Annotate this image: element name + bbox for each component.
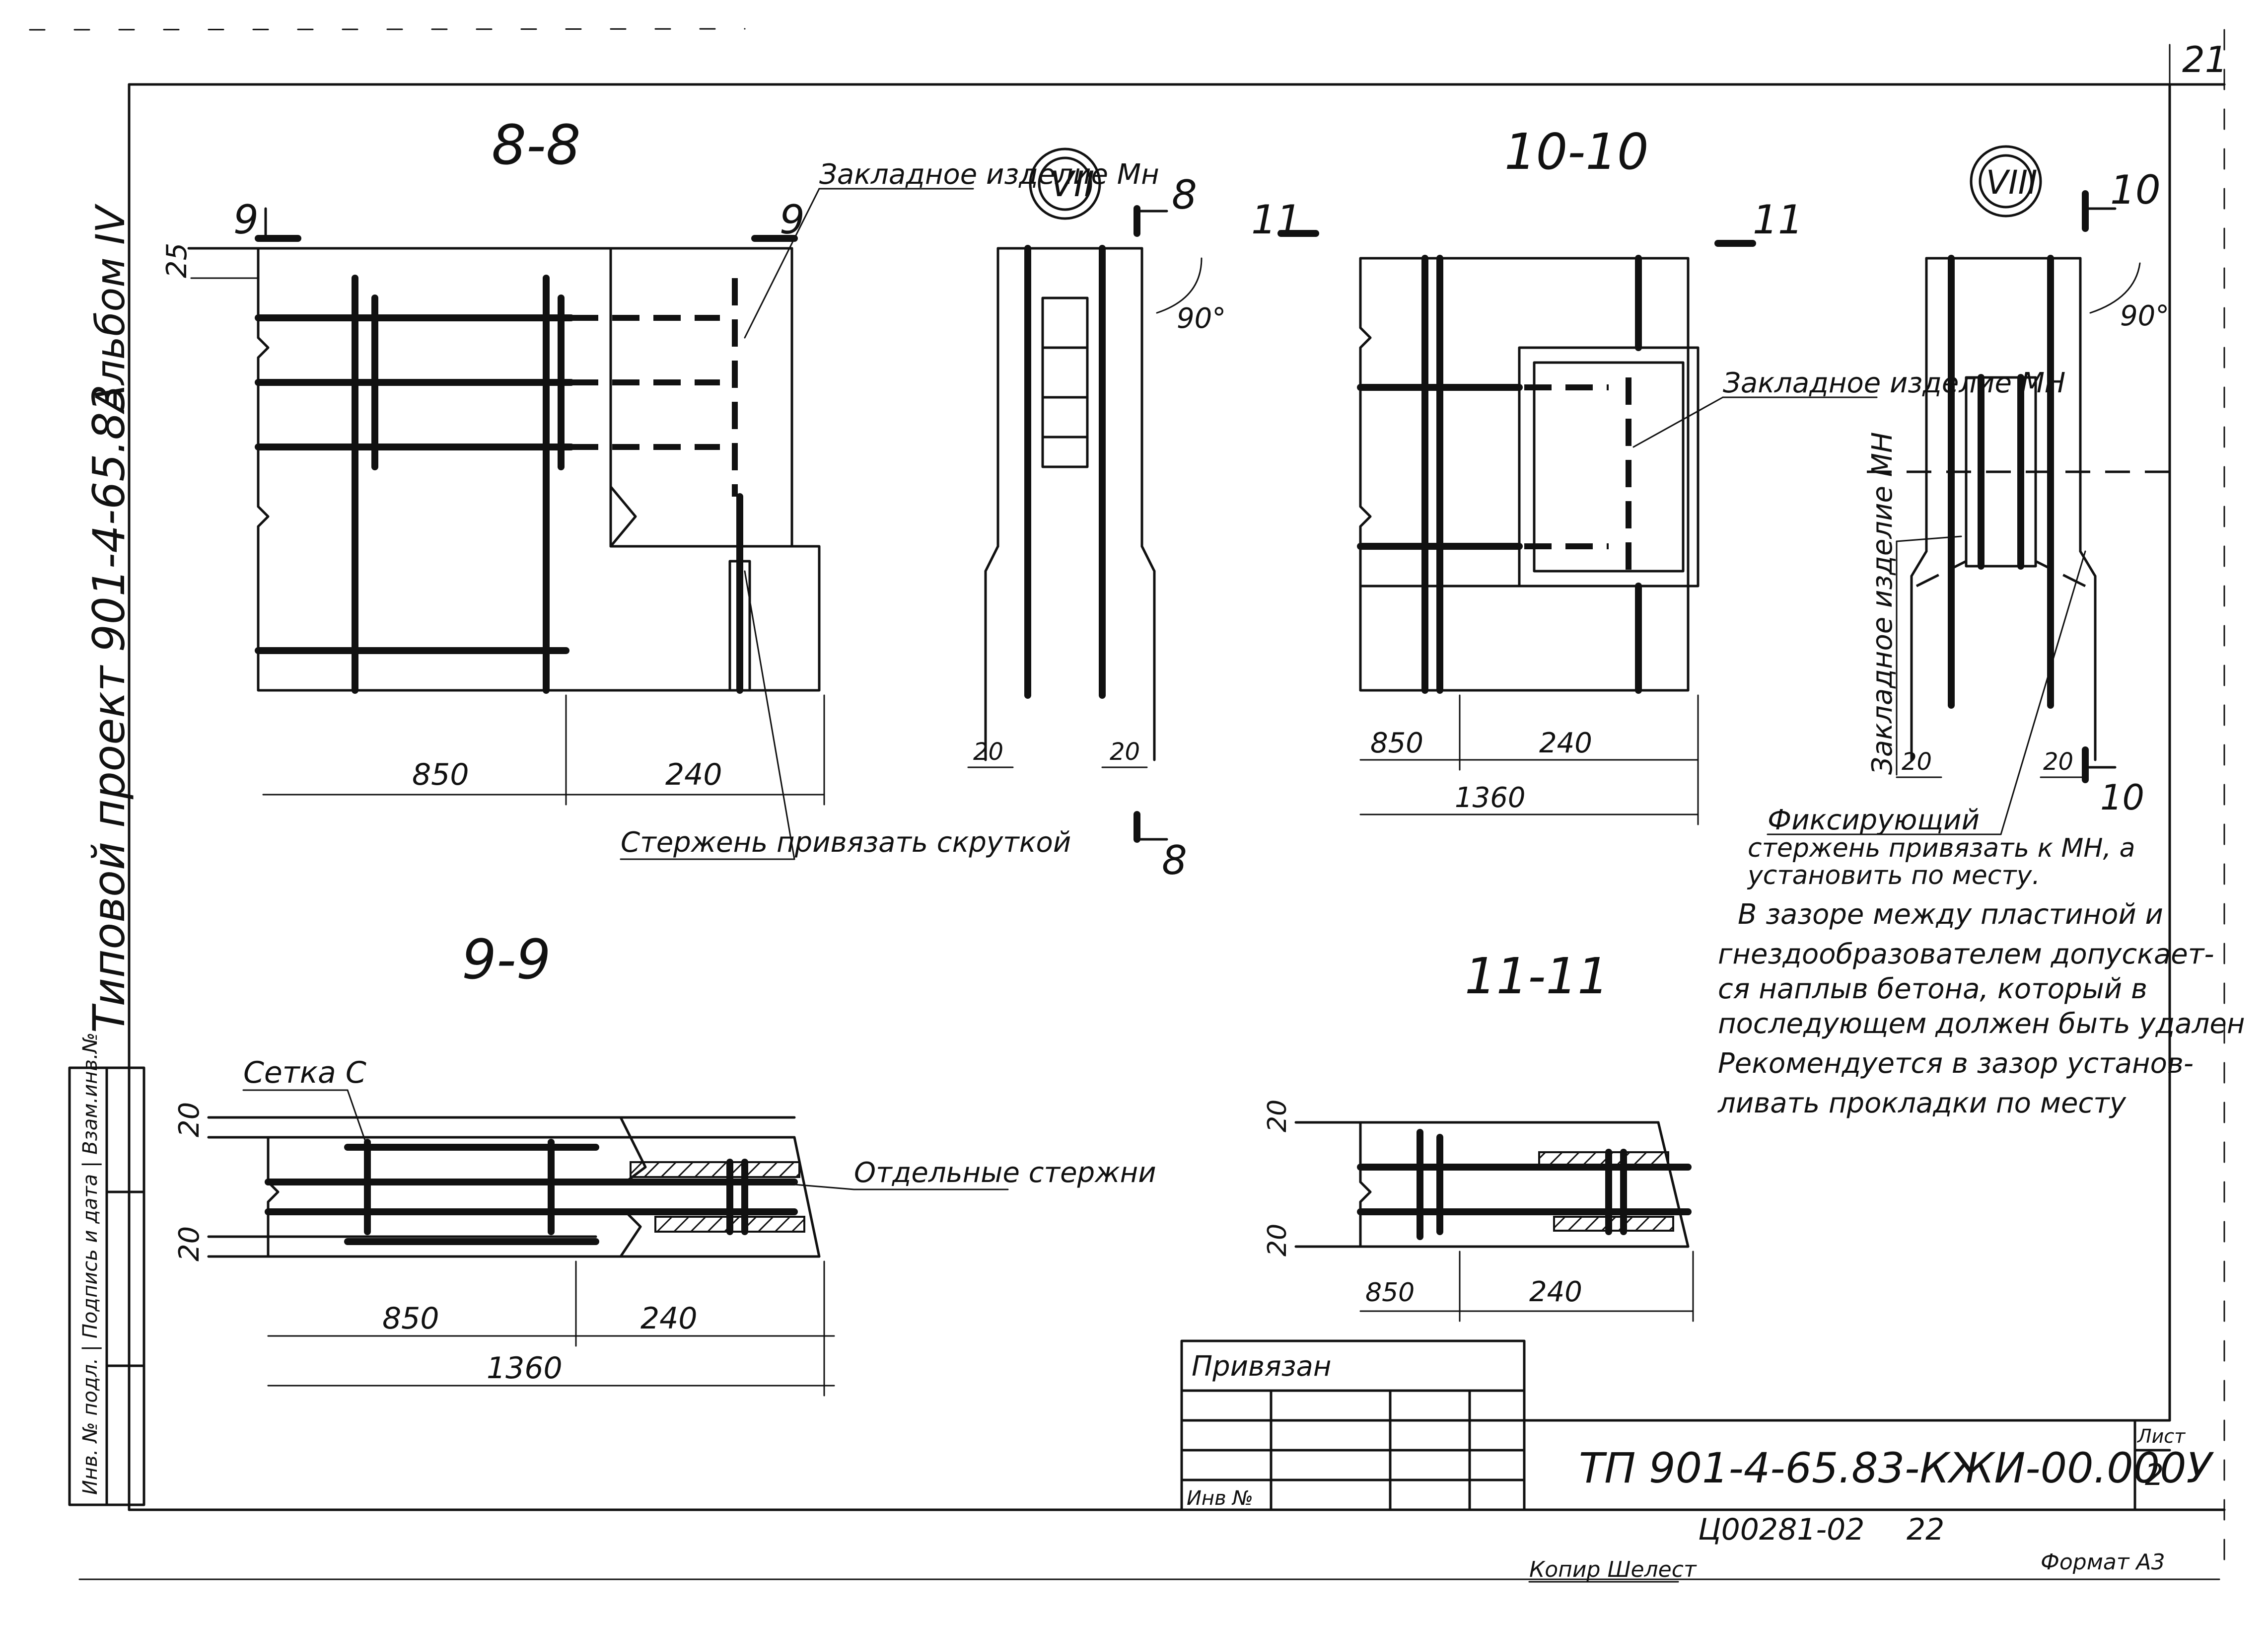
- title-block: [1180, 1339, 2171, 1511]
- note-line-3: ся наплыв бетона, который в: [1718, 973, 2147, 1005]
- dim-850-8-8: 850: [412, 757, 469, 792]
- node-VIII-vertical-label: Закладное изделие МН: [1866, 432, 1899, 775]
- designation: ТП 901-4-65.83-КЖИ-00.000У: [1579, 1444, 2214, 1492]
- dim-850-10-10: 850: [1370, 727, 1423, 759]
- callout-rod: Стержень привязать скруткой: [621, 826, 1071, 859]
- note-line-5: Рекомендуется в зазор установ-: [1718, 1047, 2194, 1080]
- note-line-2: гнездообразователем допускает-: [1718, 938, 2214, 970]
- dim-25: 25: [161, 243, 193, 278]
- inv-label: Инв №: [1187, 1487, 1253, 1510]
- callout-separate-rods: Отдельные стержни: [854, 1157, 1156, 1189]
- section-8-8-title: 8-8: [492, 113, 581, 177]
- dim-240-9-9: 240: [640, 1301, 698, 1336]
- section-10-10: [1357, 255, 1700, 694]
- copied-by: Копир Шелест: [1529, 1557, 1697, 1582]
- dim-850-9-9: 850: [382, 1301, 439, 1336]
- node-VII-angle: 90°: [1177, 302, 1226, 335]
- node-VIII-cut-bottom: 10: [2100, 777, 2144, 818]
- note-line-6: ливать прокладки по месту: [1717, 1087, 2126, 1119]
- dim-20-bot-9-9: 20: [173, 1226, 206, 1261]
- section-10-10-title: 10-10: [1504, 123, 1649, 181]
- node-VII: [984, 148, 1156, 761]
- cut-mark-left-9: 9: [233, 197, 259, 243]
- left-stamp: [68, 1066, 145, 1506]
- node-VIII-dim-right: 20: [2043, 748, 2073, 776]
- dim-240-10-10: 240: [1539, 727, 1592, 759]
- album-label: Альбом IV: [87, 203, 134, 415]
- node-VIII-callout-line1: стержень привязать к МН, а: [1748, 833, 2135, 863]
- dim-20-top-9-9: 20: [173, 1102, 206, 1137]
- section-9-9-title: 9-9: [462, 928, 551, 991]
- node-VIII-angle: 90°: [2120, 300, 2169, 332]
- node-VIII: [1867, 145, 2185, 761]
- node-VII-cut-bottom: 8: [1162, 837, 1187, 884]
- node-VII-dim-right: 20: [1110, 738, 1140, 766]
- dim-240-11-11: 240: [1529, 1276, 1582, 1308]
- node-VIII-callout-title: Фиксирующий: [1768, 804, 1980, 836]
- section-8-8: [187, 247, 821, 694]
- callout-embed-8-8: Закладное изделие Мн: [819, 158, 1159, 191]
- dim-1360-9-9: 1360: [487, 1351, 563, 1386]
- node-VII-dim-left: 20: [973, 738, 1003, 766]
- node-VII-title: VII: [1050, 164, 1094, 205]
- sheet-label: Лист: [2136, 1425, 2186, 1447]
- tied-label: Привязан: [1192, 1350, 1331, 1383]
- callout-mesh: Сетка С: [243, 1055, 366, 1090]
- project-label: Типовой проект 901-4-65.83: [83, 384, 135, 1033]
- dim-850-11-11: 850: [1365, 1278, 1415, 1308]
- section-11-11: [1294, 1121, 1692, 1248]
- order-code: Ц00281-02: [1698, 1512, 1864, 1547]
- format-label: Формат А3: [2041, 1550, 2165, 1575]
- cut-mark-right-11: 11: [1753, 197, 1803, 243]
- section-11-11-title: 11-11: [1465, 947, 1609, 1005]
- callout-embed-10-10: Закладное изделие МН: [1723, 367, 2065, 399]
- note-line-1: В зазоре между пластиной и: [1738, 898, 2163, 931]
- node-VIII-dim-left: 20: [1902, 748, 1932, 776]
- dim-240-8-8: 240: [665, 757, 722, 792]
- node-VIII-cut-top: 10: [2110, 167, 2161, 213]
- page-number: 21: [2182, 39, 2228, 80]
- node-VIII-callout-line2: установить по месту.: [1747, 861, 2040, 890]
- section-9-9: [207, 1116, 821, 1258]
- note-block: В зазоре между пластиной и гнездообразов…: [1717, 898, 2245, 1119]
- dim-20-bot-11-11: 20: [1263, 1224, 1292, 1256]
- dim-1360-10-10: 1360: [1455, 782, 1526, 814]
- node-VIII-title: VIII: [1986, 163, 2038, 202]
- note-line-4: последующем должен быть удален: [1718, 1008, 2245, 1040]
- side-stamp: Инв. № подл. | Подпись и дата | Взам.инв…: [79, 1033, 102, 1495]
- dim-20-top-11-11: 20: [1263, 1100, 1292, 1132]
- sheet-frame: [29, 28, 2226, 1580]
- order-page: 22: [1907, 1512, 1944, 1547]
- sheet-number: 2: [2145, 1458, 2164, 1492]
- node-VII-cut-top: 8: [1172, 172, 1197, 218]
